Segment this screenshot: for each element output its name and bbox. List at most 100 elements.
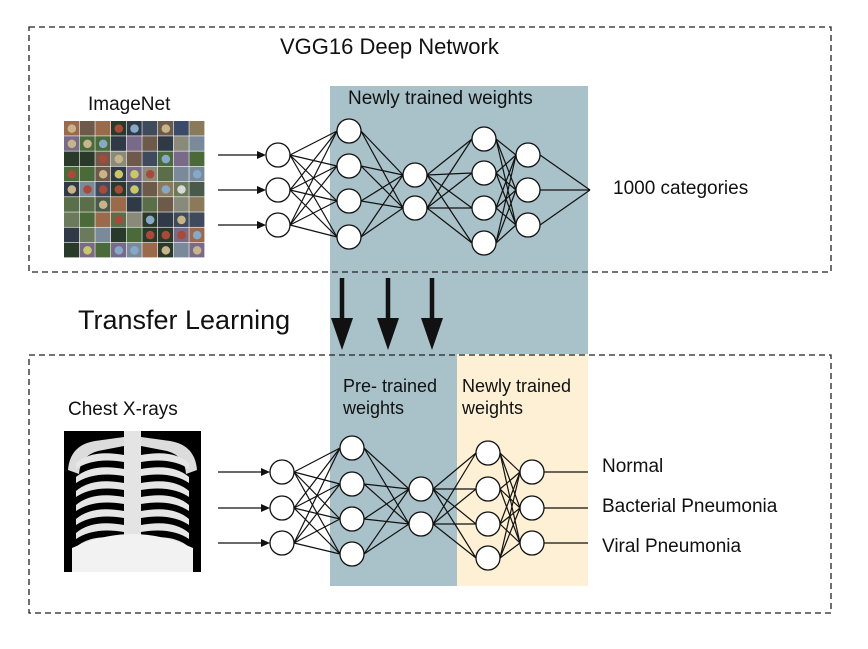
imagenet-thumbnail bbox=[64, 227, 80, 243]
bottom-hidden3-node bbox=[475, 440, 501, 466]
top-edge-layer4 bbox=[495, 224, 517, 244]
bottom-input-arrow-head bbox=[261, 539, 270, 547]
bottom-hidden3-node bbox=[475, 476, 501, 502]
xray-right-rib bbox=[141, 523, 189, 539]
imagenet-thumbnail-object bbox=[98, 139, 108, 149]
bottom-edge-layer3 bbox=[432, 523, 477, 559]
bottom-input-node bbox=[269, 459, 295, 485]
top-edge-layer2 bbox=[360, 130, 404, 209]
imagenet-thumbnail-object bbox=[114, 170, 124, 179]
bottom-hidden1-node bbox=[339, 506, 365, 532]
bottom-edge-layer3 bbox=[432, 452, 477, 490]
misc-layer bbox=[64, 121, 443, 572]
xray-left-rib bbox=[76, 523, 124, 539]
xray-left-rib bbox=[76, 481, 124, 497]
imagenet-thumbnail bbox=[158, 136, 174, 151]
xray-left-rib bbox=[76, 453, 124, 469]
top-output-edge bbox=[539, 189, 591, 226]
top-edge-layer2 bbox=[360, 130, 404, 176]
imagenet-thumbnail bbox=[189, 136, 205, 151]
imagenet-thumbnail-object bbox=[177, 230, 186, 240]
bottom-panel-border bbox=[28, 354, 832, 614]
bottom-hidden4-node bbox=[519, 530, 545, 556]
imagenet-thumbnail-object bbox=[145, 230, 155, 240]
top-edge-layer2 bbox=[360, 165, 404, 209]
imagenet-thumbnail bbox=[142, 242, 158, 258]
top-hidden3-node bbox=[471, 230, 497, 256]
bottom-edge-layer4 bbox=[499, 471, 521, 525]
bottom-edge-layer2 bbox=[363, 488, 410, 555]
imagenet-thumbnail bbox=[126, 197, 142, 212]
output-viral-label: Viral Pneumonia bbox=[602, 536, 742, 557]
imagenet-thumbnail-object bbox=[98, 200, 108, 209]
imagenet-thumbnail bbox=[79, 166, 95, 182]
imagenet-thumbnail bbox=[189, 197, 205, 212]
imagenet-thumbnail-object bbox=[177, 215, 186, 225]
imagenet-thumbnail-object bbox=[83, 246, 92, 255]
bottom-edge-layer3 bbox=[432, 488, 477, 525]
bottom-edge-layer2 bbox=[363, 447, 410, 490]
imagenet-mosaic bbox=[64, 121, 205, 258]
bottom-hidden3-node bbox=[475, 511, 501, 537]
top-edge-layer1 bbox=[289, 130, 338, 156]
imagenet-thumbnail-object bbox=[145, 215, 155, 225]
imagenet-thumbnail bbox=[126, 212, 142, 227]
imagenet-thumbnail bbox=[79, 227, 95, 243]
top-shaded-region bbox=[330, 86, 588, 354]
imagenet-thumbnail bbox=[79, 212, 95, 227]
imagenet-thumbnail-object bbox=[161, 246, 171, 255]
imagenet-thumbnail-object bbox=[98, 154, 108, 164]
top-hidden1-node bbox=[336, 153, 362, 179]
top-hidden3-node bbox=[471, 126, 497, 152]
imagenet-thumbnail bbox=[189, 181, 205, 197]
imagenet-thumbnail-object bbox=[192, 230, 202, 240]
top-edge-layer1 bbox=[289, 130, 338, 226]
imagenet-thumbnail-object bbox=[114, 215, 124, 225]
top-edge-layer1 bbox=[289, 224, 338, 238]
top-input-arrow-head bbox=[257, 151, 266, 159]
imagenet-thumbnail-object bbox=[145, 170, 155, 179]
imagenet-thumbnail bbox=[64, 242, 80, 258]
bottom-edge-layer1 bbox=[293, 542, 341, 555]
bottom-hidden2-node bbox=[408, 511, 434, 537]
transfer-arrow-head bbox=[377, 318, 399, 350]
imagenet-thumbnail-object bbox=[83, 185, 92, 194]
top-edge-layer4 bbox=[495, 154, 517, 244]
top-edge-layer4 bbox=[495, 189, 517, 244]
bottom-edge-layer1 bbox=[293, 483, 341, 544]
imagenet-thumbnail bbox=[95, 212, 111, 227]
imagenet-thumbnail bbox=[79, 151, 95, 167]
top-hidden4-node bbox=[515, 142, 541, 168]
bottom-newly-trained-label: Newly trained weights bbox=[462, 376, 572, 418]
edge-layer bbox=[218, 130, 591, 559]
bottom-edge-layer1 bbox=[293, 447, 341, 544]
imagenet-thumbnail bbox=[111, 227, 127, 243]
imagenet-thumbnail-object bbox=[114, 154, 124, 164]
imagenet-thumbnail-object bbox=[161, 230, 171, 240]
imagenet-thumbnail bbox=[95, 121, 111, 136]
top-edge-layer1 bbox=[289, 200, 338, 226]
bottom-hidden1-node bbox=[339, 541, 365, 567]
top-edge-layer1 bbox=[289, 130, 338, 191]
node-layer bbox=[265, 118, 545, 571]
bottom-edge-layer1 bbox=[293, 447, 341, 473]
chest-xray-image bbox=[64, 431, 201, 572]
top-input-node bbox=[265, 142, 291, 168]
bottom-edge-layer1 bbox=[293, 518, 341, 544]
bottom-hidden4-node bbox=[519, 459, 545, 485]
output-categories-label: 1000 categories bbox=[613, 178, 749, 199]
imagenet-thumbnail-object bbox=[161, 154, 171, 164]
xray-right-rib bbox=[141, 495, 189, 511]
top-hidden1-node bbox=[336, 224, 362, 250]
bottom-input-arrow-head bbox=[261, 504, 270, 512]
bottom-edge-layer4 bbox=[499, 471, 521, 559]
imagenet-thumbnail bbox=[173, 151, 189, 167]
top-edge-layer3 bbox=[426, 207, 473, 244]
top-edge-layer3 bbox=[426, 174, 473, 209]
top-edge-layer1 bbox=[289, 165, 338, 226]
bottom-edge-layer3 bbox=[432, 452, 477, 525]
bottom-hidden1-node bbox=[339, 435, 365, 461]
imagenet-thumbnail bbox=[111, 197, 127, 212]
